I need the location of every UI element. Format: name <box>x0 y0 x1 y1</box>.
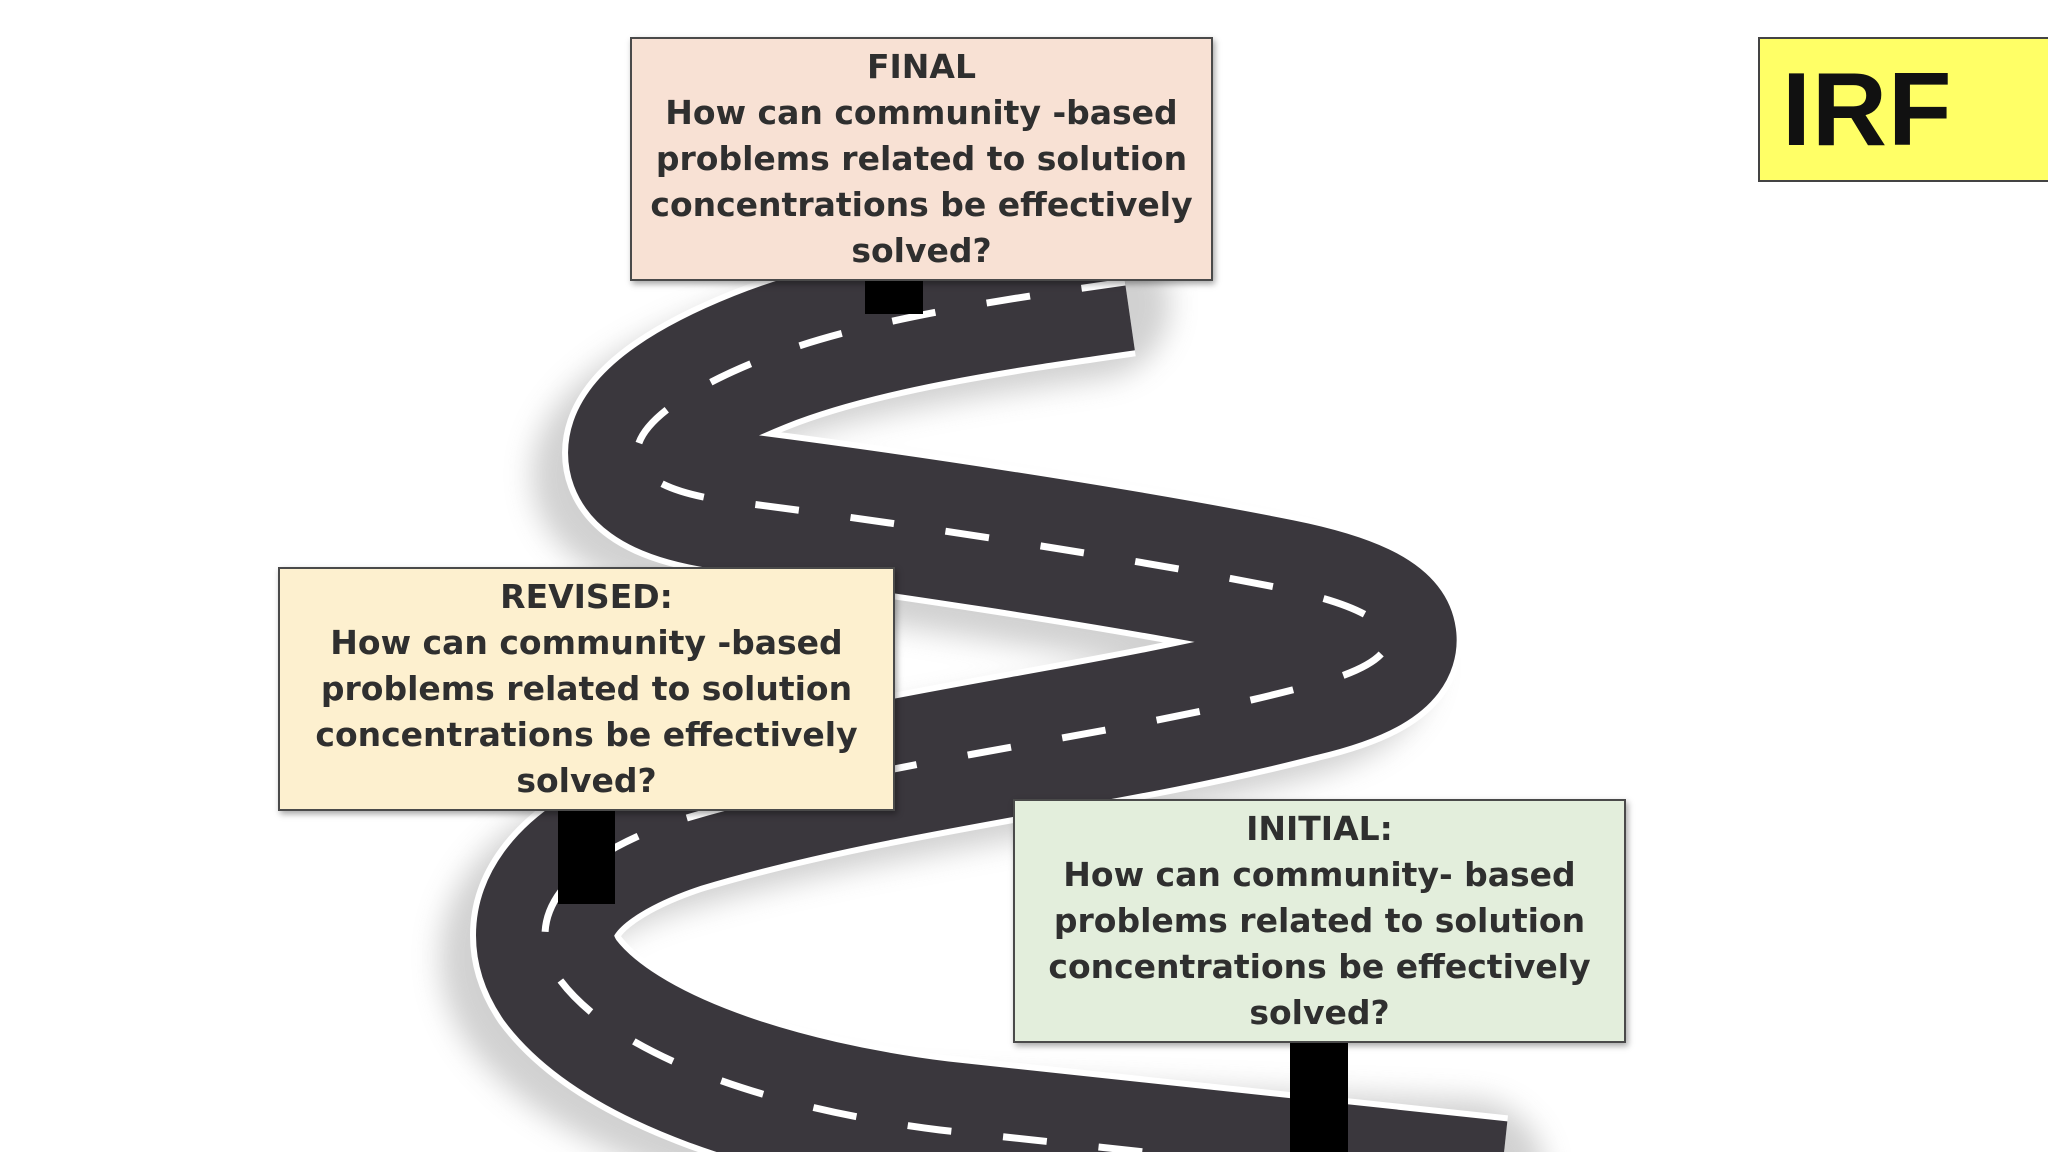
sign-post-initial <box>1290 1040 1348 1152</box>
initial-sign-label: INITIAL: <box>1246 809 1393 848</box>
revised-sign-label: REVISED: <box>500 577 673 616</box>
final-question-sign: FINAL How can community -based problems … <box>630 37 1213 281</box>
sign-post-final <box>865 278 923 314</box>
irf-badge: IRF <box>1758 37 2048 182</box>
revised-sign-question: How can community -based problems relate… <box>315 623 858 800</box>
initial-question-sign: INITIAL: How can community- based proble… <box>1013 799 1626 1043</box>
revised-question-sign: REVISED: How can community -based proble… <box>278 567 895 811</box>
road-surface <box>476 213 1508 1152</box>
irf-badge-text: IRF <box>1782 51 1953 168</box>
sign-post-revised <box>558 808 615 904</box>
final-sign-question: How can community -based problems relate… <box>650 93 1193 270</box>
final-sign-label: FINAL <box>866 47 976 86</box>
initial-sign-question: How can community- based problems relate… <box>1048 855 1591 1032</box>
